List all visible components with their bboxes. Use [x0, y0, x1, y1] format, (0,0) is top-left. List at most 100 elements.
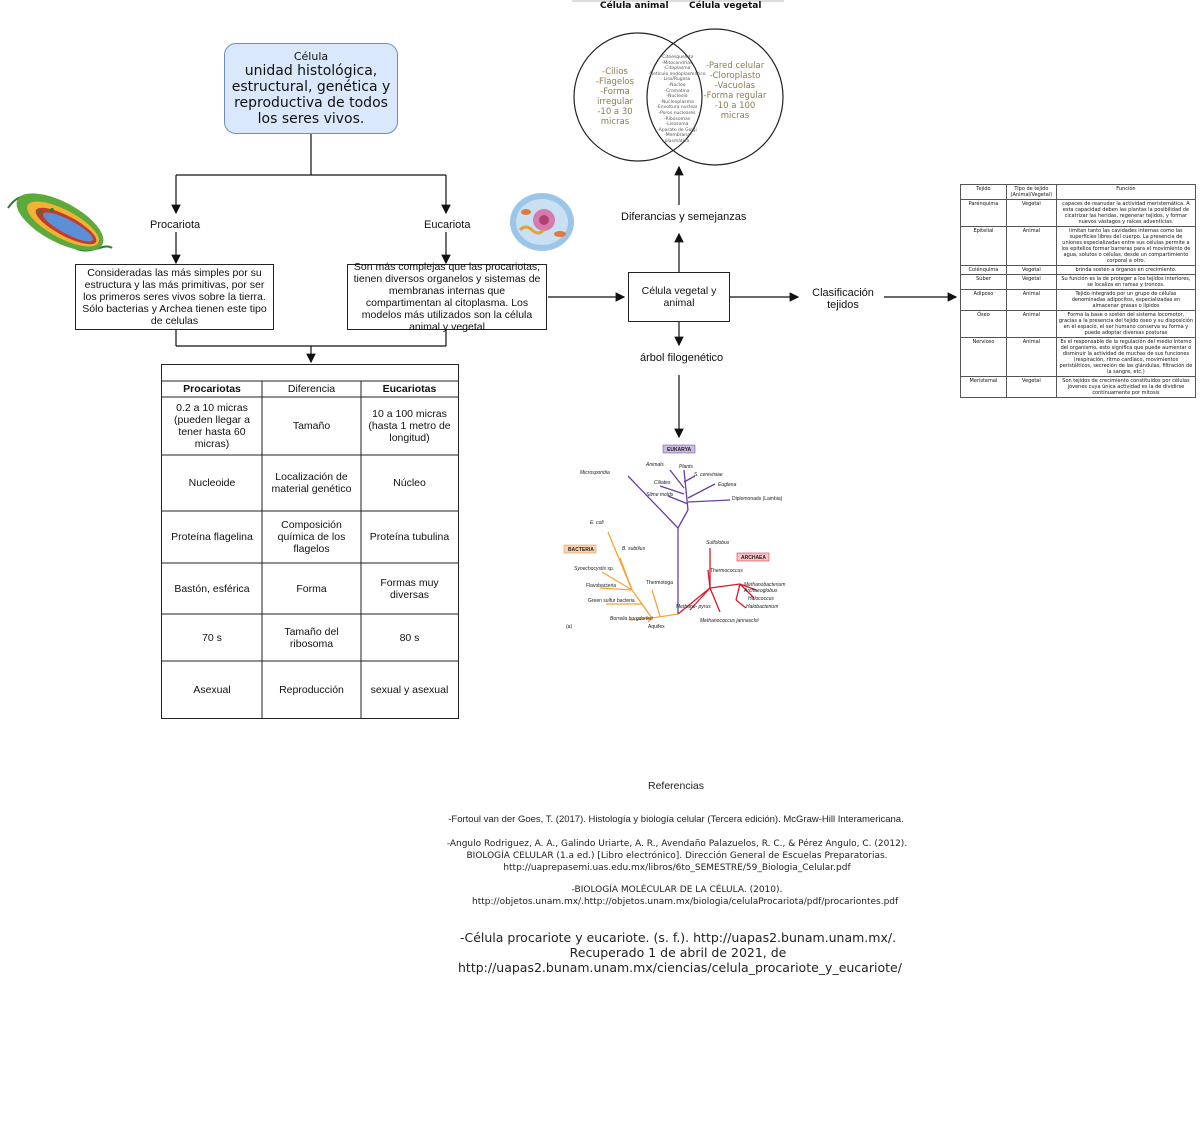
taxon-slime-molds: Slime molds — [646, 492, 674, 498]
comparison-grid — [162, 380, 458, 718]
taxon-methanopyrus: Methano- pyrus — [676, 604, 711, 610]
tissue-type: Animal — [1005, 289, 1057, 311]
cell-prokaryote: Bastón, esférica — [174, 582, 250, 595]
header-eukaryotes: Eucariotas — [382, 383, 437, 395]
venn-left-item: -Cilios — [602, 67, 628, 77]
tissue-function: capaces de reanudar la actividad meriste… — [1055, 199, 1197, 227]
taxon-archaeoglobus: Archaeoglobus — [743, 588, 778, 594]
reference-1: -Fortoul van der Goes, T. (2017). Histol… — [448, 814, 904, 825]
taxon-b-subtilus: B. subtilus — [622, 546, 646, 552]
comparison-row: Bastón, esférica Forma Formas muy divers… — [162, 563, 458, 614]
eukaryote-description: Son más complejas que las procariotas, t… — [347, 261, 547, 333]
tissue-function: limitan tanto las cavidades internas com… — [1055, 226, 1197, 266]
taxon-aquifex: Aquifex — [648, 624, 665, 630]
venn-shared-item: -Citoplasma — [663, 66, 691, 72]
cell-eukaryote: Núcleo — [393, 477, 426, 489]
tree-panel-label: (a) — [566, 624, 572, 630]
eukarya-branches — [627, 469, 731, 614]
domain-label-archaea: ARCHAEA — [741, 555, 766, 561]
venn-circles — [573, 28, 784, 166]
prokaryote-description: Consideradas las más simples por su estr… — [75, 264, 274, 330]
cell-eukaryote: Formas muy diversas — [380, 576, 439, 601]
taxon-flavobacteria: Flavobacteria — [586, 583, 616, 589]
cell-prokaryote: 0.2 a 10 micras (pueden llegar a tener h… — [174, 402, 250, 450]
tissue-type: Animal — [1005, 310, 1057, 338]
venn-shared-item: -Mitocondrias — [661, 60, 693, 66]
cell-eukaryote: 10 a 100 micras (hasta 1 metro de longit… — [368, 408, 451, 444]
tissue-header-function: Función — [1055, 184, 1197, 200]
tissue-row: Parénquima Vegetal capaces de reanudar l… — [960, 199, 1197, 227]
taxon-plants: Plants — [679, 464, 693, 470]
cell-prokaryote: 70 s — [202, 631, 222, 644]
cell-difference: Tamaño del ribosoma — [284, 625, 339, 650]
venn-shared-item: -Ribosomas — [663, 116, 691, 122]
tissue-type: Vegetal — [1005, 265, 1057, 275]
tissue-type: Animal — [1005, 226, 1057, 266]
tissue-function: brinda sostén a órganos en crecimiento. — [1055, 265, 1197, 275]
tissue-name: Parénquima — [960, 199, 1007, 227]
domain-label-bacteria: BACTERIA — [568, 547, 594, 553]
comparison-row: Proteína flagelina Composición química d… — [162, 511, 458, 563]
domain-box-bacteria — [563, 544, 597, 554]
bacteria-branches — [599, 531, 679, 623]
taxon-thermotoga: Thermotoga — [646, 580, 673, 586]
root-definition: unidad histológica, estructural, genétic… — [231, 63, 391, 127]
tissue-header-type: Tipo de tejido (Animal/Vegetal) — [1005, 184, 1057, 200]
cell-eukaryote: 80 s — [399, 631, 420, 644]
tissue-row: Meristemal Vegetal Son tejidos de crecim… — [960, 376, 1197, 398]
cell-difference: Localización de material genético — [271, 471, 352, 495]
taxon-halococcus: Halococcus — [748, 596, 774, 602]
comparison-row: Asexual Reproducción sexual y asexual — [162, 661, 458, 718]
taxon-methanococcus: Methanococcus jannaschii — [700, 618, 760, 624]
venn-left-items: -Cilios -Flagelos -Forma irregular -10 a… — [582, 67, 648, 127]
taxon-e-coli: E. coli — [590, 520, 605, 526]
comparison-row: 0.2 a 10 micras (pueden llegar a tener h… — [162, 397, 458, 455]
tissue-name: Súber — [960, 274, 1007, 290]
archaea-branches — [677, 548, 757, 615]
tissue-row: Colénquima Vegetal brinda sostén a órgan… — [960, 265, 1197, 275]
venn-shared-item: -Retículo endoplasmatico — [648, 71, 706, 77]
venn-right-items: -Pared celular -Cloroplasto -Vacuolas -F… — [702, 61, 768, 121]
taxon-sulfolobus: Sulfolobus — [706, 540, 730, 546]
venn-shared-item: -Poros nucleares — [658, 110, 696, 116]
tissue-name: Nervioso — [960, 337, 1007, 377]
tissue-row: Nervioso Animal Es el responsable de la … — [960, 337, 1197, 377]
venn-right-item: -Forma regular — [703, 91, 767, 101]
venn-shared-item: -Nucleoplasma — [660, 99, 694, 105]
root-title: Célula — [293, 50, 329, 63]
tissue-header-row: Tejido Tipo de tejido (Animal/Vegetal) F… — [960, 184, 1197, 200]
tissue-type: Vegetal — [1005, 274, 1057, 290]
comparison-row: Nucleoide Localización de material genét… — [162, 455, 458, 511]
bacterium-icon — [7, 193, 113, 252]
tissue-function: Su función es la de proteger a los tejid… — [1055, 274, 1197, 290]
venn-shared-item: -Cromatina — [664, 88, 690, 94]
venn-shared-item: -Envoltura nuclear — [656, 105, 698, 111]
taxon-green-sulfur: Green sulfur bacteria — [588, 598, 635, 604]
taxon-halobacterium: Halobacterium — [746, 604, 778, 610]
venn-right-item: -Pared celular — [705, 61, 765, 71]
venn-shared-item: -Citoesqueleto — [660, 55, 694, 60]
taxon-microsporidia: Microsporidia — [580, 470, 610, 476]
cell-difference: Composición química de los flagelos — [277, 519, 346, 555]
tissue-row: Óseo Animal Forma la base o sostén del s… — [960, 310, 1197, 338]
venn-left-item: -Flagelos — [595, 77, 635, 87]
venn-shared-items: -Citoesqueleto -Mitocondrias -Citoplasma… — [648, 55, 706, 145]
taxon-borrelia: Borrelia burgdorferi — [610, 616, 654, 622]
venn-shared-item: -Aparato de Golgi — [657, 127, 697, 133]
cell-eukaryote: sexual y asexual — [370, 683, 449, 696]
venn-right-item: -Vacuolas — [714, 81, 756, 91]
taxon-methanobacterium: Methanobacterium — [744, 582, 785, 588]
venn-shared-item: -Lisosoma — [665, 122, 689, 128]
tissue-name: Óseo — [960, 310, 1007, 338]
venn-shared-item: Liso/Rugoso — [663, 77, 691, 83]
tissue-function: Tejido integrado por un grupo de células… — [1055, 289, 1197, 311]
phylogenetic-tree: EUKARYA BACTERIA ARCHAEA Microsporidia A… — [563, 444, 785, 630]
cell-prokaryote: Asexual — [193, 683, 231, 696]
header-difference: Diferencia — [287, 383, 336, 395]
domain-box-eukarya — [662, 444, 696, 454]
tissue-row: Adiposo Animal Tejido integrado por un g… — [960, 289, 1197, 311]
venn-left-title: Célula animal — [600, 1, 669, 11]
cell-difference: Forma — [296, 582, 327, 595]
domain-box-archaea — [736, 552, 770, 562]
